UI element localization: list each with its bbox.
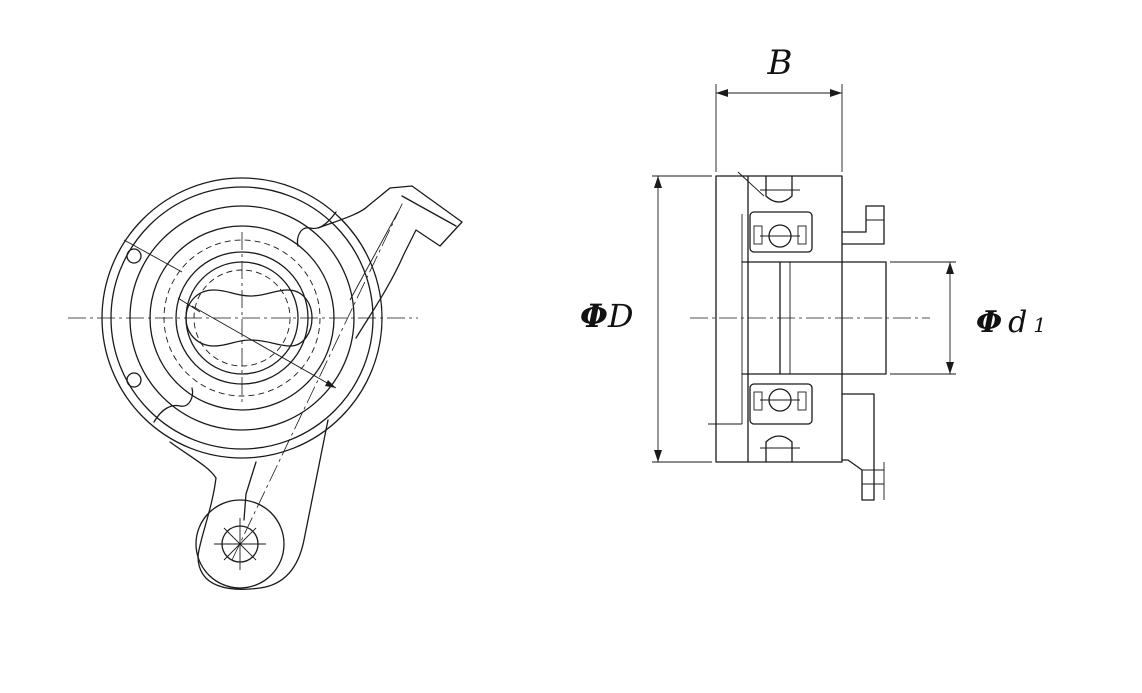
bore-hidden-circle [193, 269, 291, 367]
ball-pitch-circle [163, 239, 321, 397]
upper-bracket [841, 205, 885, 245]
lower-seal-right [797, 391, 807, 411]
eccentric-slot [185, 289, 313, 347]
hub-sleeve [779, 261, 887, 375]
mounting-hole-lower [126, 372, 142, 388]
upper-seal-right [797, 225, 807, 245]
radius-leader [191, 305, 337, 389]
pitch-leader [177, 297, 201, 313]
dim-d-arrow-top [654, 176, 662, 188]
pivot-boss-circle [195, 499, 285, 589]
dim-d-arrow-bottom [654, 450, 662, 462]
dim-d1-letter: d [1008, 305, 1027, 340]
front-view [68, 177, 463, 590]
top-rib [765, 175, 793, 203]
lower-seal-left [753, 391, 763, 411]
dim-d1-arrow-top [946, 262, 954, 274]
arm-inner-edge [243, 461, 257, 521]
pulley-outer-body [715, 175, 843, 463]
dim-d1-arrow-bottom [946, 362, 954, 374]
bottom-rib [765, 435, 793, 463]
housing-notch-top [296, 211, 337, 247]
lower-bracket [841, 393, 875, 501]
dim-b-label: B [767, 43, 793, 83]
dim-d-phi: Φ [580, 297, 608, 335]
radius-leader-arrow [325, 380, 336, 388]
housing-rim-circle [110, 186, 374, 450]
shoulder-circle [175, 251, 309, 385]
mounting-hole-upper [126, 248, 142, 264]
housing-outer-circle [101, 177, 383, 459]
dim-b-arrow-left [716, 89, 728, 97]
housing-notch-bottom [153, 387, 194, 423]
arm-centerline [231, 199, 405, 561]
dim-d-letter: D [607, 297, 634, 335]
outer-ring-circle [129, 205, 355, 431]
hole-leader-upper [123, 239, 183, 273]
dim-d-label: ΦD [580, 297, 634, 335]
inner-ring-circle [149, 225, 335, 411]
dim-d1-phi: Φ [976, 305, 1002, 340]
upper-bearing-race [749, 211, 813, 253]
lower-bearing-race [749, 383, 813, 425]
upper-seal-left [753, 225, 763, 245]
tensioner-arm-outline [169, 419, 329, 590]
top-leader [737, 171, 765, 197]
upper-lever-line [349, 211, 399, 301]
dim-b-arrow-right [830, 89, 842, 97]
upper-lever-edge [401, 195, 457, 227]
bore-recess [741, 261, 781, 375]
dim-d1-subscript: 1 [1033, 313, 1046, 337]
upper-lever-outline [317, 185, 463, 339]
pivot-diag-b [223, 527, 257, 561]
